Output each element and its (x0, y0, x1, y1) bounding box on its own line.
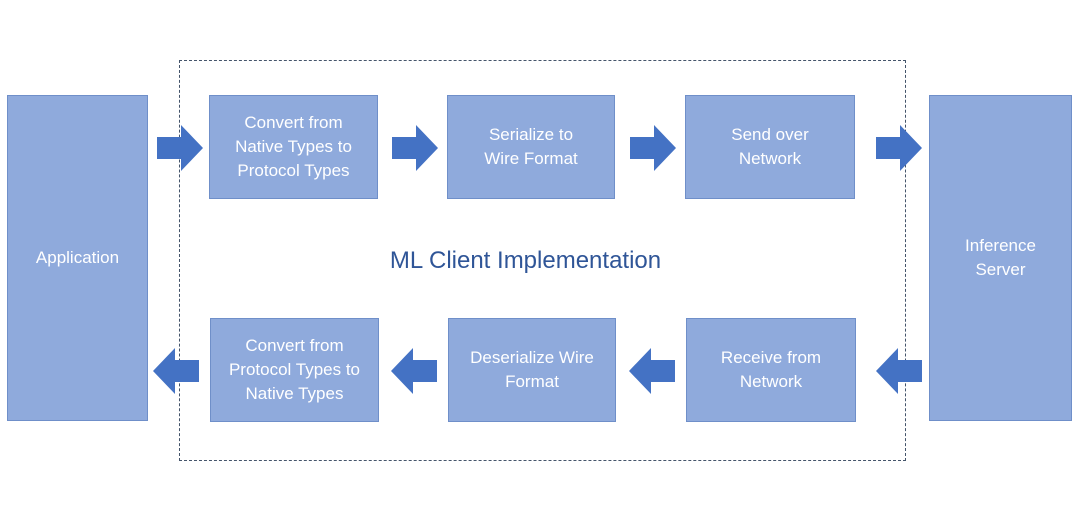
send-network-label: Send over Network (731, 125, 809, 168)
arrow-left-icon (153, 348, 199, 394)
deserialize-box: Deserialize Wire Format (448, 318, 616, 422)
arrow-right-icon (876, 125, 922, 171)
deserialize-label: Deserialize Wire Format (470, 348, 594, 391)
receive-network-box: Receive from Network (686, 318, 856, 422)
arrow-right-icon (392, 125, 438, 171)
convert-native-to-protocol-label: Convert from Native Types to Protocol Ty… (235, 113, 352, 180)
application-box: Application (7, 95, 148, 421)
convert-native-to-protocol-box: Convert from Native Types to Protocol Ty… (209, 95, 378, 199)
ml-client-title: ML Client Implementation (389, 247, 662, 274)
inference-server-label: Inference Server (965, 236, 1036, 279)
arrow-left-icon (391, 348, 437, 394)
convert-protocol-to-native-box: Convert from Protocol Types to Native Ty… (210, 318, 379, 422)
ml-client-boundary (179, 60, 906, 461)
arrow-right-icon (630, 125, 676, 171)
serialize-label: Serialize to Wire Format (484, 125, 578, 168)
arrow-right-icon (157, 125, 203, 171)
arrow-left-icon (629, 348, 675, 394)
receive-network-label: Receive from Network (720, 348, 822, 391)
arrow-left-icon (876, 348, 922, 394)
application-label: Application (35, 248, 120, 267)
inference-server-box: Inference Server (929, 95, 1072, 421)
serialize-box: Serialize to Wire Format (447, 95, 615, 199)
send-network-box: Send over Network (685, 95, 855, 199)
convert-protocol-to-native-label: Convert from Protocol Types to Native Ty… (228, 336, 361, 403)
